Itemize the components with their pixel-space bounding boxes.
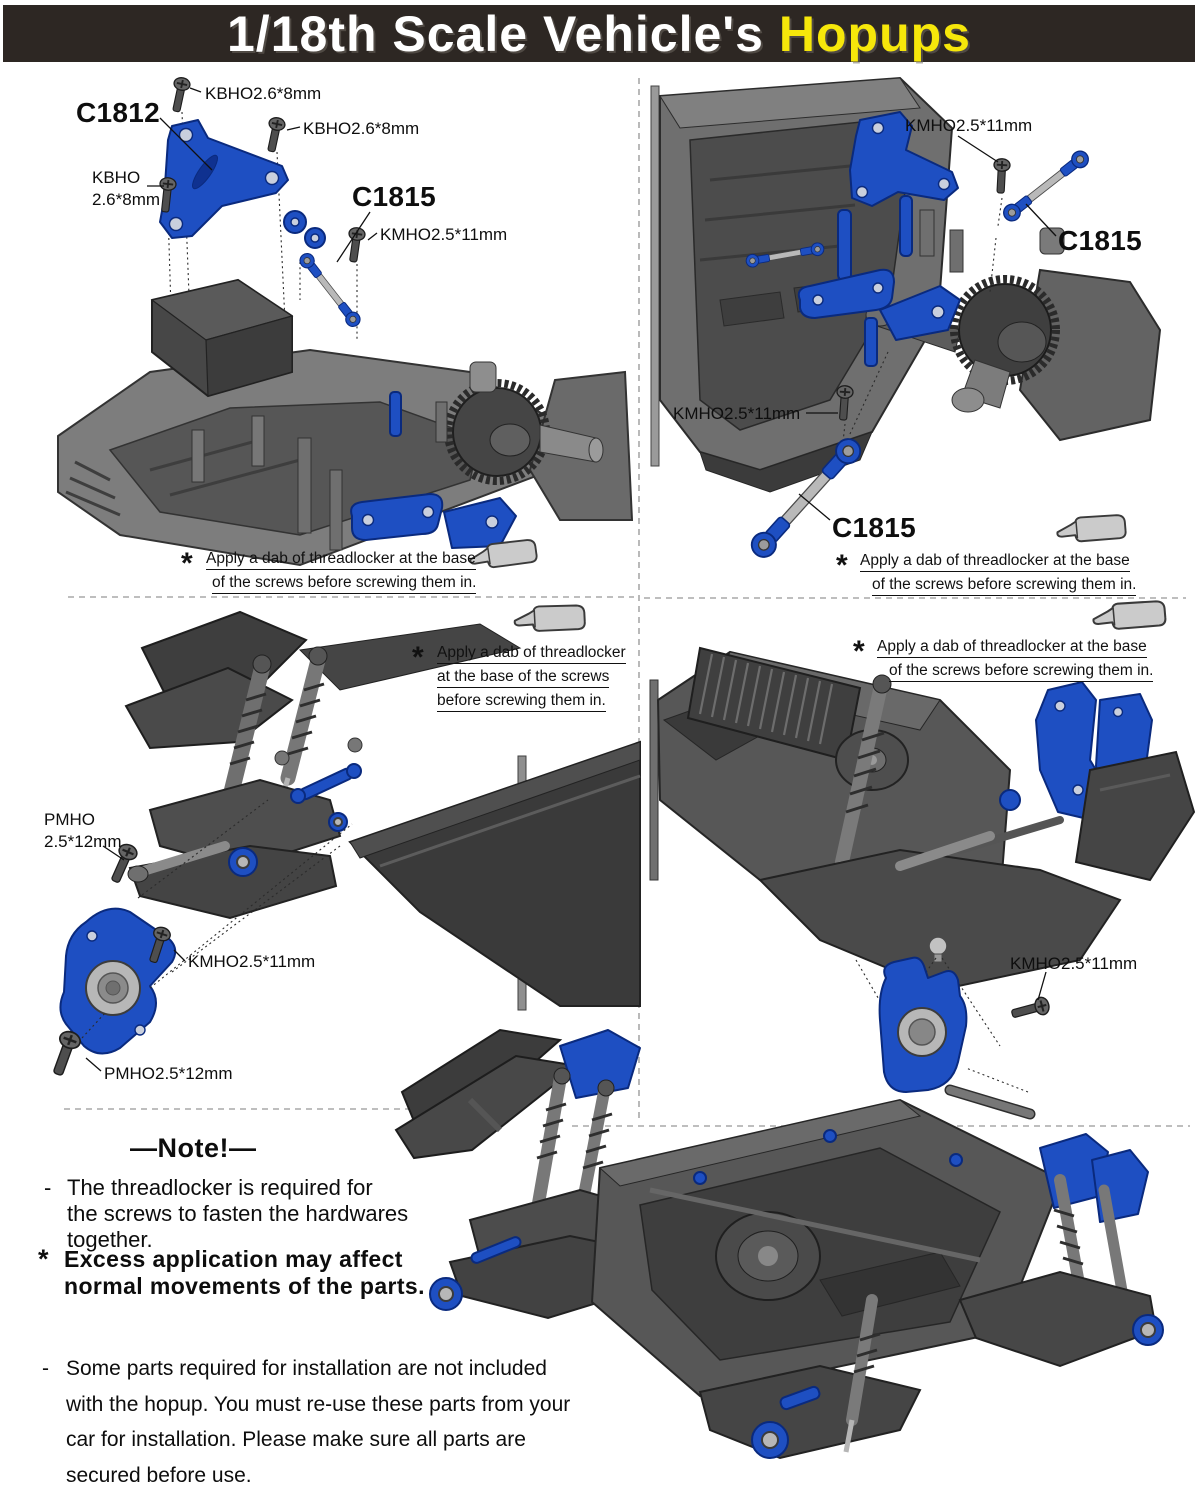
asterisk-icon: * [836, 549, 848, 582]
page-title-highlight: Hopups [778, 5, 971, 62]
page-title: 1/18th Scale Vehicle's [227, 5, 779, 62]
bullet-dash: - [44, 1175, 52, 1200]
header-banner: 1/18th Scale Vehicle's Hopups [3, 5, 1195, 62]
asterisk-icon: * [38, 1244, 49, 1274]
label-kmho-ml: KMHO2.5*11mm [188, 952, 316, 971]
label-c1815-tr-top: C1815 [1058, 225, 1143, 256]
label-kbho-left-2: 2.6*8mm [92, 190, 161, 209]
label-pmho-1: PMHO [44, 810, 95, 829]
note-bullet-2: Excess application may affect normal mov… [64, 1246, 425, 1300]
note-line: of the screws before screwing them in. [889, 662, 1154, 682]
illustration-middle-right [649, 600, 1196, 1120]
note-line: before screwing them in. [437, 692, 606, 712]
footer-line: secured before use. [66, 1463, 252, 1487]
note-line: Apply a dab of threadlocker [437, 644, 626, 664]
note-section-heading: —Note!— [130, 1133, 257, 1163]
note-bullet-1: The threadlocker is required for the scr… [67, 1175, 408, 1253]
note-bullet-1-line: the screws to fasten the hardwares [67, 1201, 409, 1226]
label-pmho-bottom: PMHO2.5*12mm [104, 1064, 233, 1083]
label-pmho-2: 2.5*12mm [44, 832, 122, 851]
note-bullet-2-line: normal movements of the parts. [64, 1273, 425, 1299]
note-line: of the screws before screwing them in. [872, 576, 1137, 596]
label-kbho-right: KBHO2.6*8mm [303, 119, 420, 138]
bullet-dash: - [42, 1357, 49, 1380]
label-c1815-tr-bottom: C1815 [832, 512, 917, 543]
note-bullet-2-line: Excess application may affect [64, 1246, 403, 1272]
note-line: of the screws before screwing them in. [212, 574, 477, 594]
label-kmho-tr-bottom: KMHO2.5*11mm [673, 404, 801, 423]
label-kbho-left-1: KBHO [92, 168, 141, 187]
illustration-top-left [57, 75, 634, 570]
illustration-full-chassis [394, 1028, 1164, 1460]
asterisk-icon: * [853, 635, 865, 668]
footer-line: Some parts required for installation are… [66, 1357, 547, 1380]
label-kmho-mr: KMHO2.5*11mm [1010, 954, 1138, 973]
label-kmho-tl: KMHO2.5*11mm [380, 225, 508, 244]
note-bullet-1-line: The threadlocker is required for [67, 1175, 373, 1200]
footer-line: car for installation. Please make sure a… [66, 1428, 526, 1451]
footer-paragraph: Some parts required for installation are… [66, 1351, 570, 1493]
note-line: Apply a dab of threadlocker at the base [206, 550, 476, 570]
illustration-top-right [650, 76, 1162, 563]
note-line: Apply a dab of threadlocker at the base [860, 552, 1130, 572]
asterisk-icon: * [412, 641, 424, 674]
note-line: Apply a dab of threadlocker at the base [877, 638, 1147, 658]
label-kbho-top: KBHO2.6*8mm [205, 84, 322, 103]
label-kmho-tr-top: KMHO2.5*11mm [905, 116, 1033, 135]
note-line: at the base of the screws [437, 668, 610, 688]
footer-line: with the hopup. You must re-use these pa… [66, 1392, 571, 1416]
asterisk-icon: * [181, 547, 193, 580]
note-bullet-1-line: together. [67, 1227, 153, 1252]
illustration-middle-left [46, 602, 641, 1079]
label-c1815-tl: C1815 [352, 181, 437, 212]
label-c1812: C1812 [76, 97, 161, 128]
